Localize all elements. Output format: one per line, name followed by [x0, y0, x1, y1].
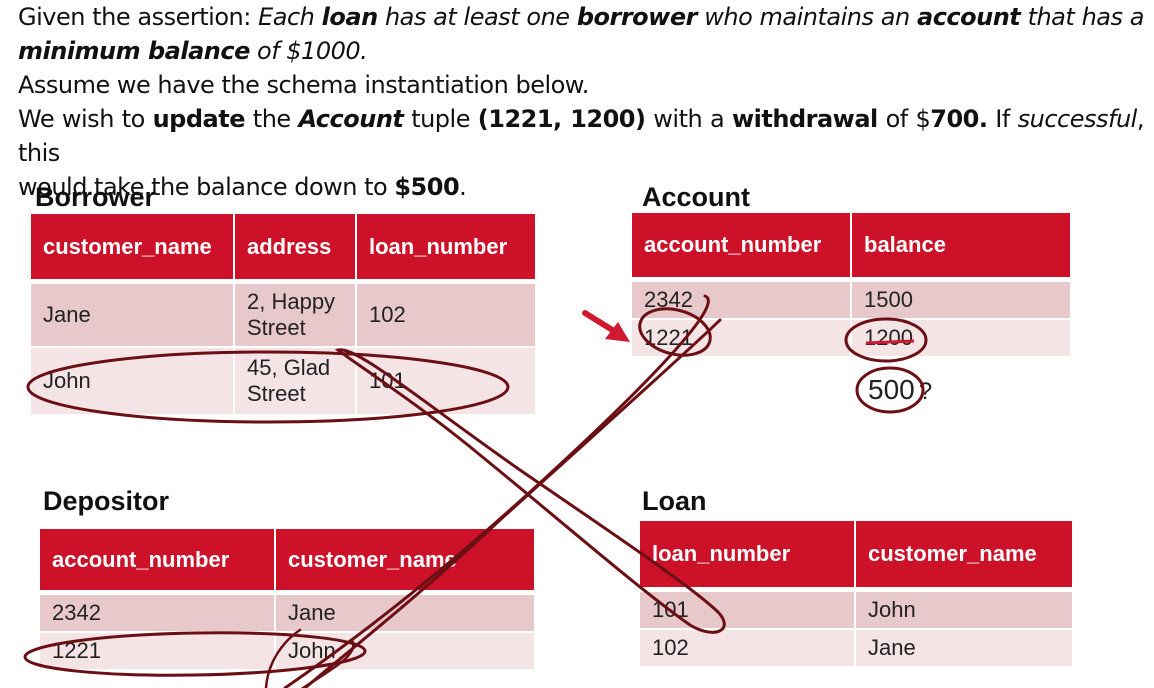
column-header: balance: [852, 213, 1070, 282]
column-header: account_number: [40, 529, 276, 595]
account-table: account_number balance 2342 1500 1221 12…: [632, 213, 1070, 358]
column-header: loan_number: [357, 214, 535, 284]
new-balance-value: 500: [868, 374, 915, 405]
borrower-title: Borrower: [35, 182, 156, 212]
pointer-arrow-icon: [582, 310, 630, 342]
table-cell: 1500: [852, 282, 1070, 320]
depositor-name-loop-left: [264, 628, 302, 688]
column-header: address: [235, 214, 357, 284]
intro-line-4: We wish to update the Account tuple (122…: [18, 105, 1144, 167]
new-balance-circle: [855, 366, 925, 414]
column-header: customer_name: [31, 214, 235, 284]
balance-1200-circle: [844, 317, 928, 363]
intro-line-5: would take the balance down to $500.: [18, 173, 467, 201]
loan-table: loan_number customer_name 101 John 102 J…: [640, 521, 1072, 668]
table-cell: Jane: [276, 595, 534, 633]
account-1221-ellipse: [638, 307, 712, 357]
table-cell: 2342: [40, 595, 276, 633]
table-cell: John: [856, 592, 1072, 630]
assertion-text: Given the assertion: Each loan has at le…: [18, 0, 1144, 204]
table-header-row: account_number customer_name: [40, 529, 534, 595]
account-to-depositor-line-b: [303, 318, 722, 688]
table-header-row: customer_name address loan_number: [31, 214, 535, 284]
depositor-1221-ellipse: [23, 631, 367, 677]
column-header: customer_name: [856, 521, 1072, 592]
column-header: account_number: [632, 213, 852, 282]
account-title: Account: [642, 182, 750, 212]
table-cell: Jane: [31, 284, 235, 348]
table-cell: 102: [640, 630, 856, 668]
column-header: customer_name: [276, 529, 534, 595]
borrower-to-loan-link: [334, 348, 726, 634]
loan-title: Loan: [642, 486, 707, 516]
table-header-row: loan_number customer_name: [640, 521, 1072, 592]
table-cell: 2342: [632, 282, 852, 320]
table-cell: Jane: [856, 630, 1072, 668]
john-row-ellipse: [26, 350, 510, 424]
table-header-row: account_number balance: [632, 213, 1070, 282]
table-row: 2342 1500: [632, 282, 1070, 320]
depositor-title: Depositor: [43, 486, 170, 516]
table-cell: 1200: [852, 320, 1070, 358]
table-row: 102 Jane: [640, 630, 1072, 668]
intro-line-1: Given the assertion: Each loan has at le…: [18, 3, 1144, 31]
table-row: 2342 Jane: [40, 595, 534, 633]
intro-line-2: minimum balance of $1000.: [18, 37, 368, 65]
intro-line-3: Assume we have the schema instantiation …: [18, 71, 589, 99]
depositor-table: account_number customer_name 2342 Jane 1…: [40, 529, 534, 671]
depositor-name-loop-right: [300, 638, 355, 688]
strikethrough-1200: [865, 339, 915, 345]
table-cell: 102: [357, 284, 535, 348]
